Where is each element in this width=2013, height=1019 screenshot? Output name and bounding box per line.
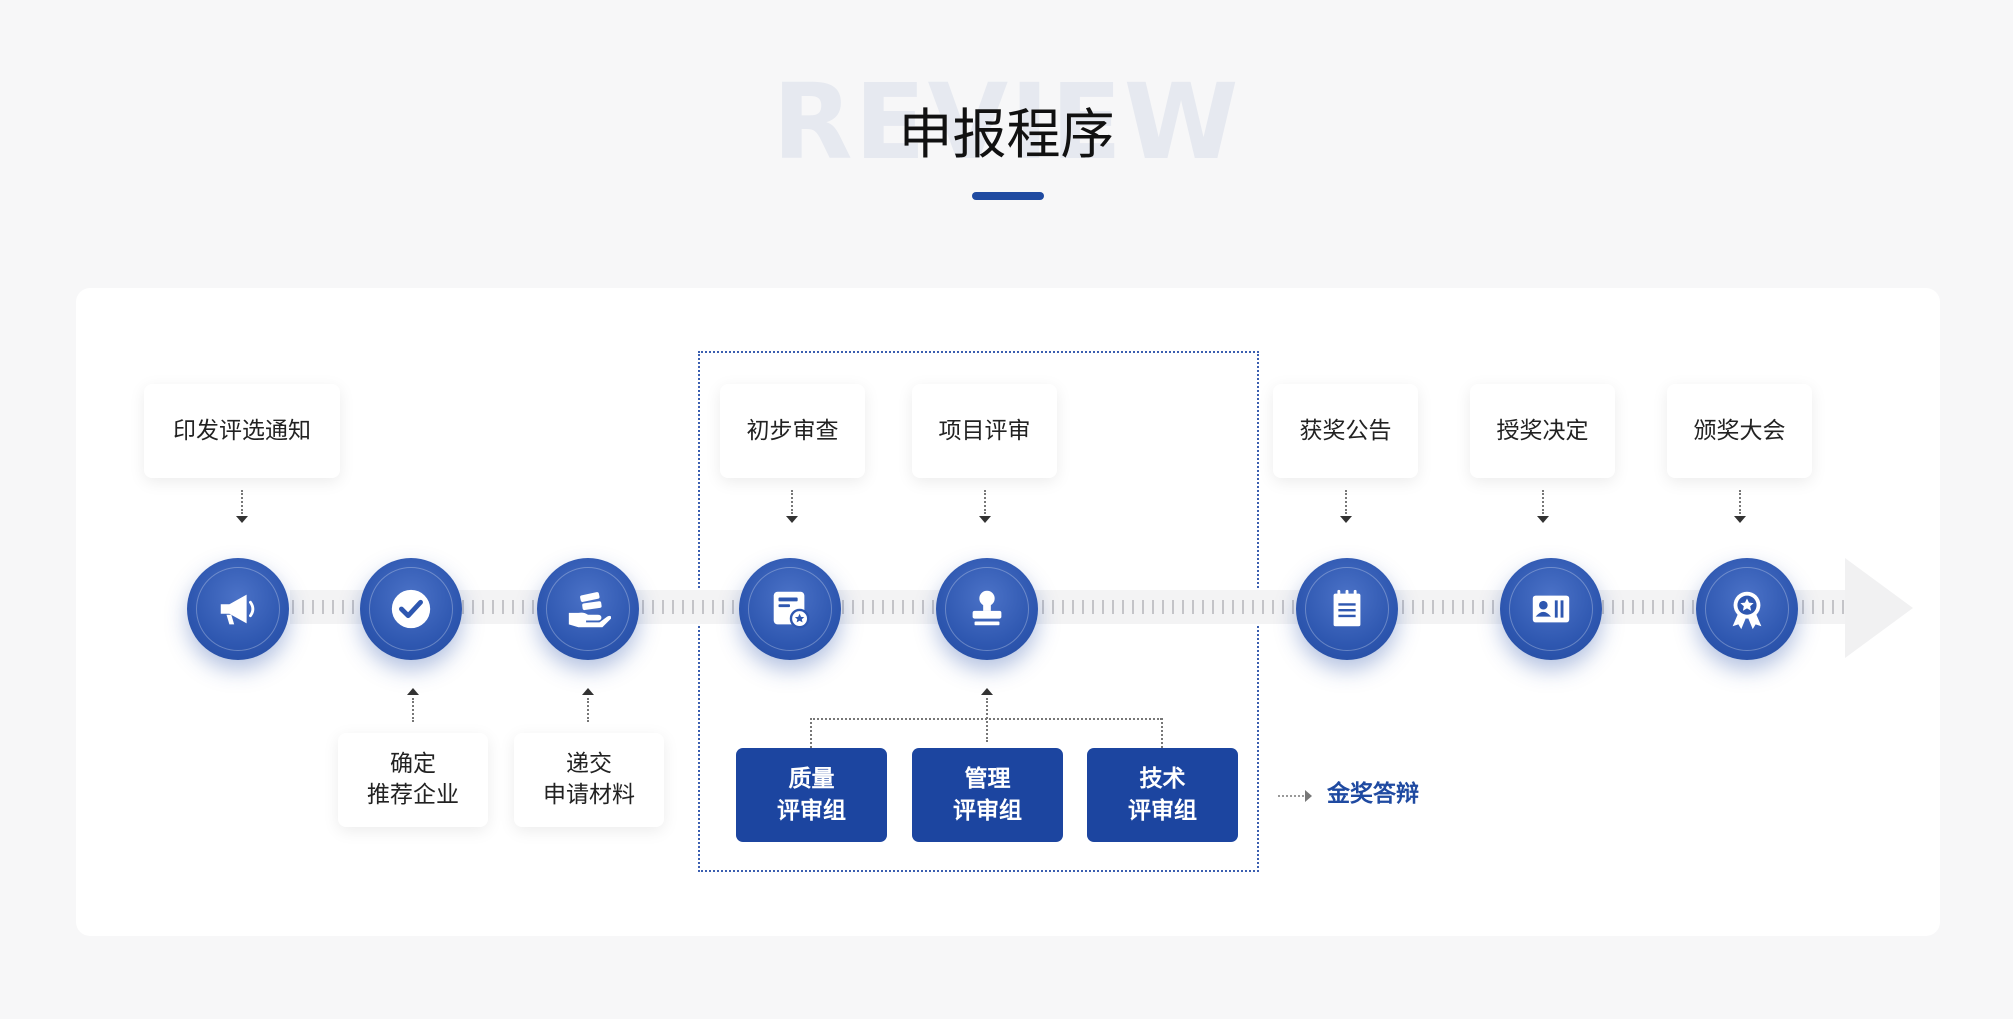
step-label-text: 项目评审 xyxy=(938,417,1031,444)
step-label-text: 印发评选通知 xyxy=(173,417,311,444)
connector-dots xyxy=(1161,718,1163,748)
step-label-submit: 递交 申请材料 xyxy=(514,733,664,827)
connector-arrow-up xyxy=(981,688,993,695)
connector-dots xyxy=(810,718,812,748)
id-card-icon xyxy=(1532,595,1570,623)
step-label-text: 推荐企业 xyxy=(367,782,459,808)
connector-dots xyxy=(241,490,243,514)
connector-dots xyxy=(791,490,793,514)
connector-dots xyxy=(1542,490,1544,514)
connector-dots xyxy=(412,698,414,722)
step-label-preliminary: 初步审查 xyxy=(720,384,865,478)
timeline-ticks xyxy=(292,600,1844,614)
step-label-text: 获奖公告 xyxy=(1299,417,1392,444)
hand-document-icon xyxy=(568,592,611,628)
stamp-icon xyxy=(972,590,1002,626)
step-label-text: 递交 xyxy=(566,751,612,777)
step-node-ceremony xyxy=(1696,558,1798,660)
connector-dots xyxy=(587,698,589,722)
connector-arrow-down xyxy=(979,516,991,523)
notepad-icon xyxy=(1333,589,1361,627)
step-label-announcement: 获奖公告 xyxy=(1273,384,1418,478)
review-group-quality: 质量 评审组 xyxy=(736,748,887,842)
step-label-recommend: 确定 推荐企业 xyxy=(338,733,488,827)
step-label-text: 申请材料 xyxy=(543,782,635,808)
timeline-arrow-head xyxy=(1845,558,1913,658)
group-text: 评审组 xyxy=(1128,798,1197,824)
step-label-notice: 印发评选通知 xyxy=(144,384,340,478)
connector-arrow-up xyxy=(407,688,419,695)
step-label-text: 授奖决定 xyxy=(1496,417,1589,444)
group-text: 技术 xyxy=(1139,766,1186,792)
connector-arrow-down xyxy=(236,516,248,523)
page-title: 申报程序 xyxy=(898,103,1115,166)
document-badge-icon xyxy=(773,591,810,629)
megaphone-icon xyxy=(220,594,255,625)
group-text: 评审组 xyxy=(777,798,846,824)
step-label-text: 确定 xyxy=(390,751,436,777)
step-node-submit xyxy=(537,558,639,660)
award-ribbon-icon xyxy=(1732,591,1762,630)
connector-dots xyxy=(1739,490,1741,514)
connector-dots xyxy=(1345,490,1347,514)
background-watermark-word: REVIEW xyxy=(772,61,1241,183)
step-node-decision xyxy=(1500,558,1602,660)
review-group-management: 管理 评审组 xyxy=(912,748,1063,842)
connector-arrow-down xyxy=(1734,516,1746,523)
step-node-announcement xyxy=(1296,558,1398,660)
step-label-text: 颁奖大会 xyxy=(1693,417,1786,444)
connector-dots xyxy=(986,698,988,742)
connector-arrow-down xyxy=(1340,516,1352,523)
review-group-technical: 技术 评审组 xyxy=(1087,748,1238,842)
step-node-project-review xyxy=(936,558,1038,660)
step-node-notice xyxy=(187,558,289,660)
step-node-recommend xyxy=(360,558,462,660)
step-label-decision: 授奖决定 xyxy=(1470,384,1615,478)
step-node-preliminary xyxy=(739,558,841,660)
step-label-project-review: 项目评审 xyxy=(912,384,1057,478)
group-text: 评审组 xyxy=(953,798,1022,824)
connector-dots xyxy=(984,490,986,514)
step-label-text: 初步审查 xyxy=(746,417,839,444)
connector-arrow-up xyxy=(582,688,594,695)
group-connector-line xyxy=(810,718,1162,720)
group-text: 管理 xyxy=(964,766,1011,792)
final-step-gold-award-defense: 金奖答辩 xyxy=(1327,781,1419,807)
connector-arrow-down xyxy=(1537,516,1549,523)
step-label-ceremony: 颁奖大会 xyxy=(1667,384,1812,478)
final-step-connector xyxy=(1278,795,1304,797)
title-underline xyxy=(972,192,1044,200)
group-text: 质量 xyxy=(788,766,835,792)
final-step-arrow xyxy=(1305,790,1312,802)
connector-arrow-down xyxy=(786,516,798,523)
check-circle-icon xyxy=(391,589,431,629)
